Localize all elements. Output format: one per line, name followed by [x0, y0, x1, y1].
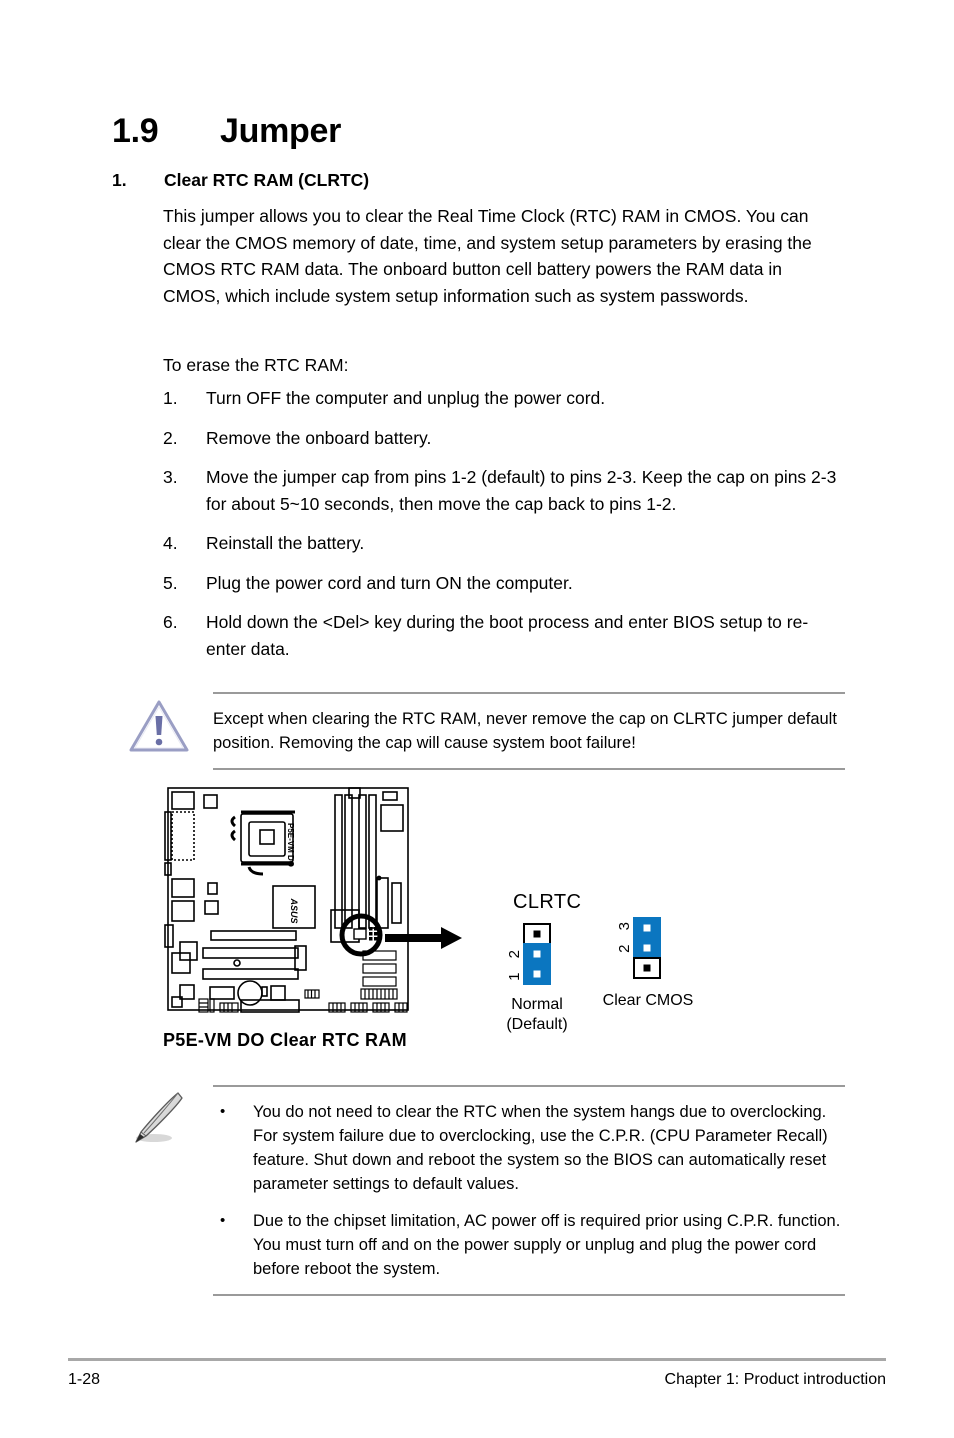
intro-paragraph: This jumper allows you to clear the Real…	[163, 206, 812, 306]
jumper-diagram: CLRTC 1 2 Normal (Default)	[463, 783, 843, 1033]
topic-title: Clear RTC RAM (CLRTC)	[164, 170, 370, 190]
bullet-marker: •	[220, 1212, 226, 1229]
warning-text: Except when clearing the RTC RAM, never …	[213, 692, 845, 770]
figure-clear-rtc-ram: P5E-VM DO ASUS CLRTC	[163, 783, 853, 1033]
jumper-cell-capped	[523, 943, 551, 965]
jumper-cell-open	[523, 923, 551, 945]
jumper-normal-caption: Normal (Default)	[487, 995, 587, 1035]
lead-line: To erase the RTC RAM:	[163, 355, 349, 375]
step-number: 5.	[163, 572, 178, 593]
note-item-text: Due to the chipset limitation, AC power …	[253, 1212, 841, 1278]
pointer-arrow-icon	[385, 927, 462, 949]
topic-heading: 1. Clear RTC RAM (CLRTC)	[112, 170, 369, 191]
list-item: • You do not need to clear the RTC when …	[213, 1100, 841, 1196]
warning-triangle-icon	[129, 700, 189, 752]
step-number: 1.	[163, 388, 178, 408]
jumper-cell-open	[633, 957, 661, 979]
page-title: 1.9 Jumper	[112, 112, 341, 151]
jumper-clear-cmos: 2 3 Clear CMOS	[603, 917, 693, 1009]
jumper-clear-pins	[633, 917, 661, 979]
list-item: 1. Turn OFF the computer and unplug the …	[163, 385, 843, 412]
note-icon-wrap	[105, 1085, 213, 1296]
footer-divider	[68, 1358, 886, 1361]
jumper-cell-capped	[633, 937, 661, 959]
section-number: 1.9	[112, 112, 159, 150]
list-item: 4. Reinstall the battery.	[163, 530, 843, 557]
motherboard-diagram: P5E-VM DO ASUS	[164, 787, 409, 1013]
list-item: 6. Hold down the <Del> key during the bo…	[163, 609, 843, 662]
jumper-normal-pin-labels: 1 2	[506, 945, 523, 981]
footer-chapter: Chapter 1: Product introduction	[664, 1371, 886, 1388]
jumper-clear-caption: Clear CMOS	[593, 991, 703, 1011]
step-number: 4.	[163, 533, 178, 553]
step-number: 2.	[163, 427, 178, 448]
section-title: Jumper	[220, 112, 342, 150]
jumper-clear-pin-labels: 2 3	[616, 917, 633, 953]
list-item: 2. Remove the onboard battery.	[163, 425, 843, 452]
jumper-normal-caption-line2: (Default)	[506, 1016, 568, 1033]
step-text: Plug the power cord and turn ON the comp…	[206, 572, 573, 593]
bullet-marker: •	[220, 1103, 226, 1120]
note-callout: • You do not need to clear the RTC when …	[105, 1085, 845, 1296]
jumper-normal-pins	[523, 923, 551, 985]
step-text: Reinstall the battery.	[206, 533, 365, 553]
step-text: Turn OFF the computer and unplug the pow…	[206, 388, 606, 408]
jumper-normal: 1 2 Normal (Default)	[506, 923, 568, 1033]
note-text: • You do not need to clear the RTC when …	[213, 1085, 845, 1296]
step-text: Remove the onboard battery.	[206, 427, 432, 448]
warning-icon-wrap	[105, 692, 213, 770]
asus-logo: ASUS	[289, 897, 299, 923]
step-text: Move the jumper cap from pins 1-2 (defau…	[206, 467, 837, 514]
step-text: Hold down the <Del> key during the boot …	[206, 612, 809, 659]
jumper-name-label: CLRTC	[513, 891, 582, 913]
board-model-label: P5E-VM DO	[286, 823, 295, 867]
warning-callout: Except when clearing the RTC RAM, never …	[105, 692, 845, 770]
jumper-cell-capped	[633, 917, 661, 939]
note-item-text: You do not need to clear the RTC when th…	[253, 1103, 828, 1193]
step-number: 6.	[163, 612, 178, 632]
list-item: 5. Plug the power cord and turn ON the c…	[163, 570, 843, 597]
jumper-clear-caption-line1: Clear CMOS	[602, 992, 694, 1009]
figure-caption: P5E-VM DO Clear RTC RAM	[163, 1030, 407, 1050]
jumper-cell-capped	[523, 963, 551, 985]
topic-number: 1.	[112, 170, 127, 190]
footer-page-number: 1-28	[68, 1371, 101, 1388]
step-number: 3.	[163, 467, 178, 487]
jumper-normal-caption-line1: Normal	[511, 996, 563, 1013]
steps-list: 1. Turn OFF the computer and unplug the …	[163, 385, 843, 675]
clrtc-highlight-circle	[339, 913, 383, 957]
note-pencil-icon	[135, 1092, 183, 1143]
list-item: 3. Move the jumper cap from pins 1-2 (de…	[163, 464, 843, 517]
list-item: • Due to the chipset limitation, AC powe…	[213, 1209, 841, 1281]
